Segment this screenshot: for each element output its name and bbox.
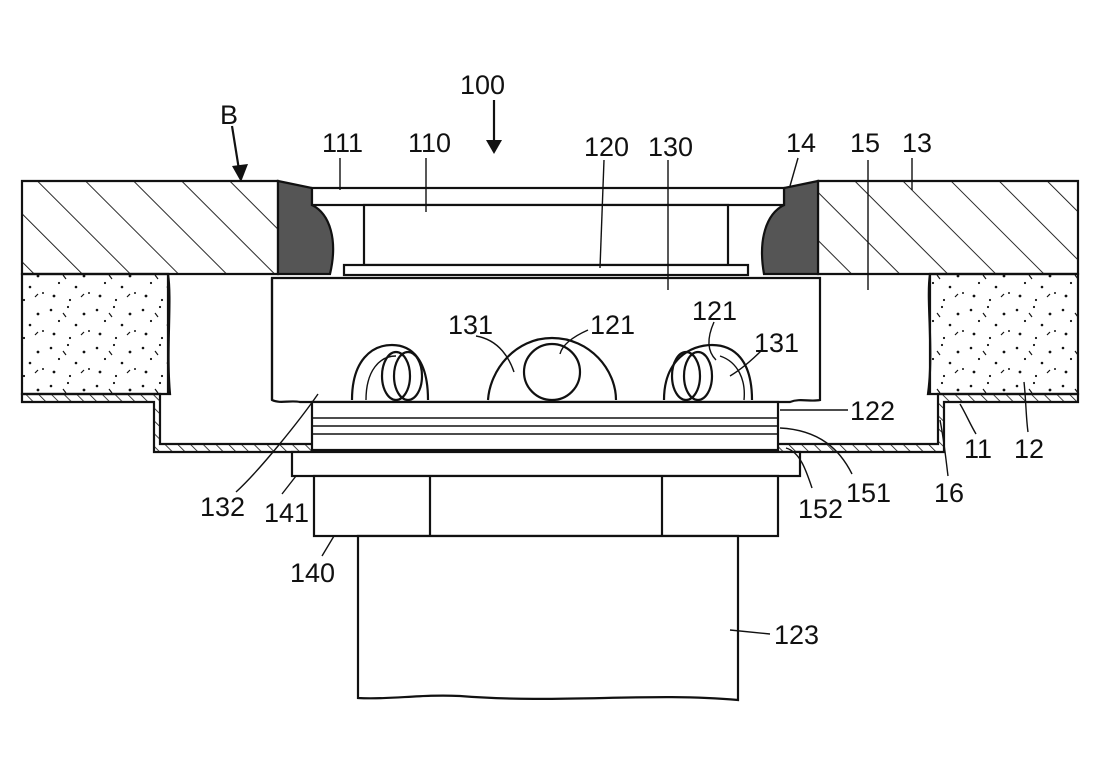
lens-body <box>362 203 730 267</box>
label-131-left: 131 <box>448 310 493 340</box>
label-15: 15 <box>850 128 880 158</box>
label-110: 110 <box>408 128 451 158</box>
outer-shell <box>20 274 1080 454</box>
label-131-right: 131 <box>754 328 799 358</box>
reflectors <box>350 336 754 401</box>
insulation-layer <box>20 272 1080 396</box>
label-141: 141 <box>264 498 309 528</box>
label-140: 140 <box>290 558 335 588</box>
label-122: 122 <box>850 396 895 426</box>
cover-plate <box>310 186 786 207</box>
label-132: 132 <box>200 492 245 522</box>
seal-ring <box>276 179 820 276</box>
label-11: 11 <box>964 434 992 464</box>
nut <box>312 474 780 538</box>
label-130: 130 <box>648 132 693 162</box>
label-14: 14 <box>786 128 816 158</box>
label-B: B <box>220 100 238 130</box>
label-151: 151 <box>846 478 891 508</box>
thread-neck <box>310 400 780 452</box>
label-152: 152 <box>798 494 843 524</box>
reference-labels: 100 B 111 110 120 130 14 15 13 131 121 1… <box>200 70 1044 650</box>
label-121-right: 121 <box>692 296 737 326</box>
label-111: 111 <box>322 128 363 158</box>
label-16: 16 <box>934 478 964 508</box>
leader-lines <box>230 100 1029 635</box>
lower-body <box>356 534 740 702</box>
label-13: 13 <box>902 128 932 158</box>
substrate <box>342 263 750 277</box>
label-12: 12 <box>1014 434 1044 464</box>
label-121-center: 121 <box>590 310 635 340</box>
flange <box>290 450 802 478</box>
label-120: 120 <box>584 132 629 162</box>
label-123: 123 <box>774 620 819 650</box>
label-100: 100 <box>460 70 505 100</box>
led-elements <box>380 342 714 402</box>
